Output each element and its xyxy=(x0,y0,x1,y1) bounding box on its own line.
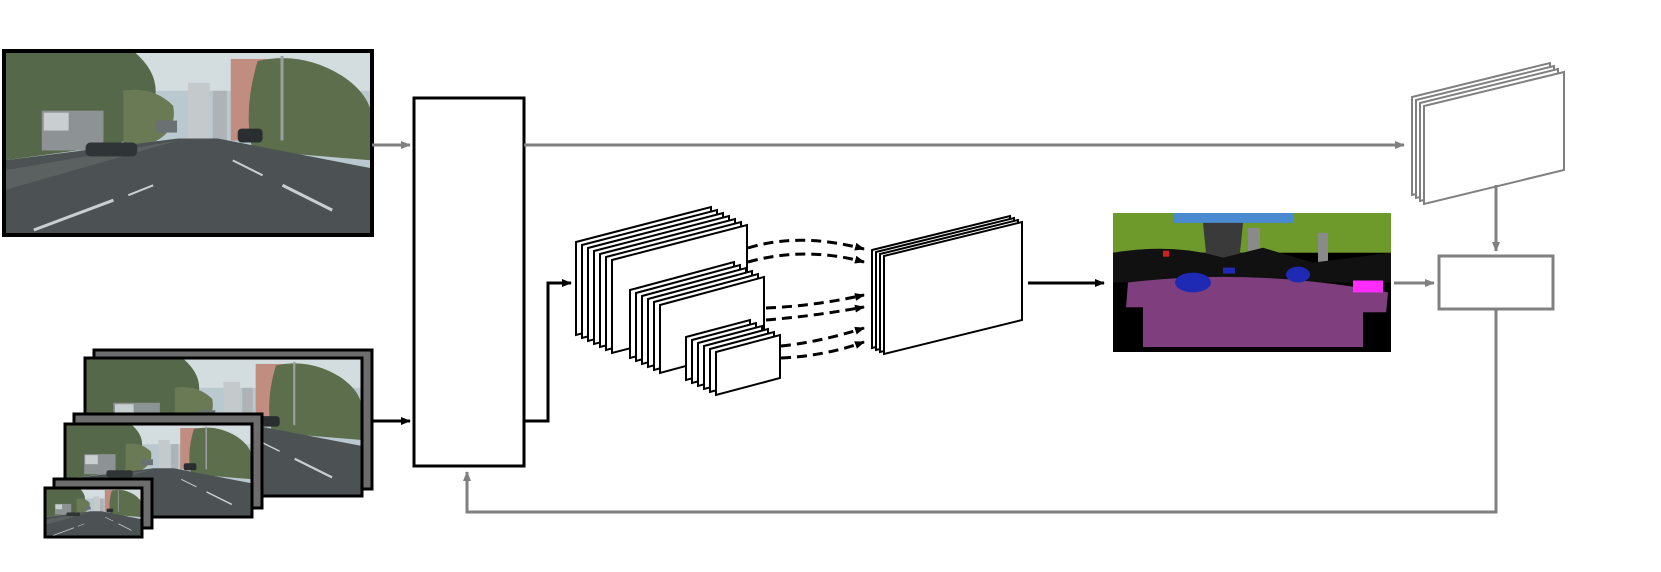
segmentation-output xyxy=(1113,213,1391,352)
dashed-arrow-1 xyxy=(747,238,865,251)
dashed-arrow-3 xyxy=(765,293,865,310)
comparison-box xyxy=(1437,254,1555,311)
multi-scale-features xyxy=(575,205,781,397)
backbone-to-features-arrow xyxy=(524,279,572,423)
dashed-arrow-2 xyxy=(747,252,865,264)
stored-features xyxy=(1411,61,1565,206)
dashed-arrow-5 xyxy=(780,326,865,348)
image-pyramid xyxy=(43,348,374,539)
dashed-arrow-6 xyxy=(780,340,865,360)
dashed-arrow-4 xyxy=(765,304,865,322)
backbone-box xyxy=(412,96,526,468)
pyramid-level-3 xyxy=(43,477,154,539)
fused-features xyxy=(871,214,1023,356)
feature-stack-small xyxy=(685,318,781,397)
feedback-arrow xyxy=(463,309,1498,514)
input-image xyxy=(2,49,374,237)
dashed-fusion-arrows xyxy=(747,238,865,360)
